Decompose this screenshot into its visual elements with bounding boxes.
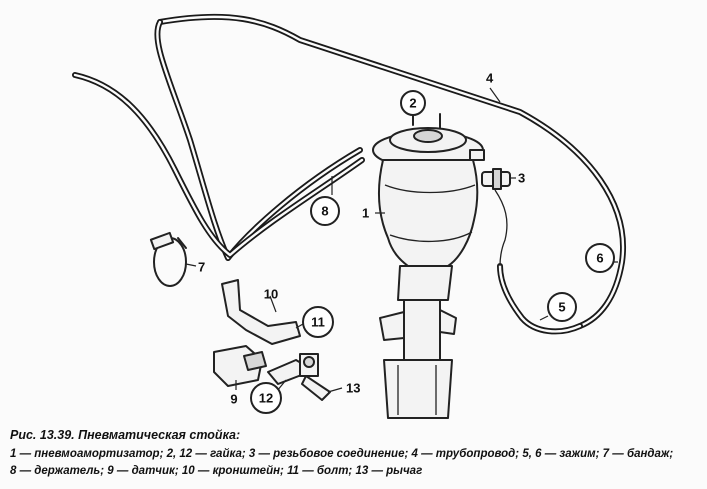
svg-text:11: 11 — [311, 315, 325, 330]
callout-5: 5 — [547, 292, 577, 322]
callout-6: 6 — [585, 243, 615, 273]
cable-strap — [149, 231, 187, 287]
caption-title: Рис. 13.39. Пневматическая стойка: — [10, 428, 241, 442]
bracket — [221, 279, 301, 345]
callout-10: 10 — [264, 287, 278, 302]
caption-legend-line-2: 8 — держатель; 9 — датчик; 10 — кронштей… — [10, 465, 423, 477]
svg-text:7: 7 — [198, 260, 205, 275]
svg-text:13: 13 — [346, 381, 360, 396]
lever — [267, 353, 331, 401]
callout-2: 2 — [400, 90, 426, 116]
caption-legend-line-1: 1 — пневмоамортизатор; 2, 12 — гайка; 3 … — [10, 448, 674, 460]
air-line-5 — [497, 263, 583, 335]
svg-text:2: 2 — [409, 96, 416, 111]
air-line-4 — [157, 13, 626, 329]
callout-3: 3 — [518, 171, 525, 186]
callout-4: 4 — [486, 71, 494, 86]
air-line-loop — [72, 19, 365, 261]
svg-text:1: 1 — [362, 206, 369, 221]
callout-7: 7 — [198, 260, 205, 275]
svg-text:10: 10 — [264, 287, 278, 302]
figure-caption: Рис. 13.39. Пневматическая стойка: 1 — п… — [10, 428, 700, 480]
svg-text:9: 9 — [230, 392, 237, 407]
svg-text:6: 6 — [596, 251, 603, 266]
callout-11: 11 — [302, 306, 334, 338]
callout-9: 9 — [230, 392, 237, 407]
svg-text:8: 8 — [321, 204, 328, 219]
callout-13: 13 — [346, 381, 360, 396]
air-strut — [372, 109, 485, 419]
threaded-connector — [481, 168, 511, 190]
svg-text:5: 5 — [558, 300, 565, 315]
svg-text:4: 4 — [486, 71, 494, 86]
callout-8: 8 — [310, 196, 340, 226]
pneumatic-strut-diagram: 1 2 3 4 5 6 7 8 9 10 11 12 13 — [72, 13, 626, 419]
svg-text:12: 12 — [259, 391, 273, 406]
callout-1: 1 — [362, 206, 369, 221]
svg-text:3: 3 — [518, 171, 525, 186]
level-sensor — [213, 345, 267, 387]
sensor-wire — [494, 189, 508, 267]
callout-12: 12 — [250, 382, 282, 414]
